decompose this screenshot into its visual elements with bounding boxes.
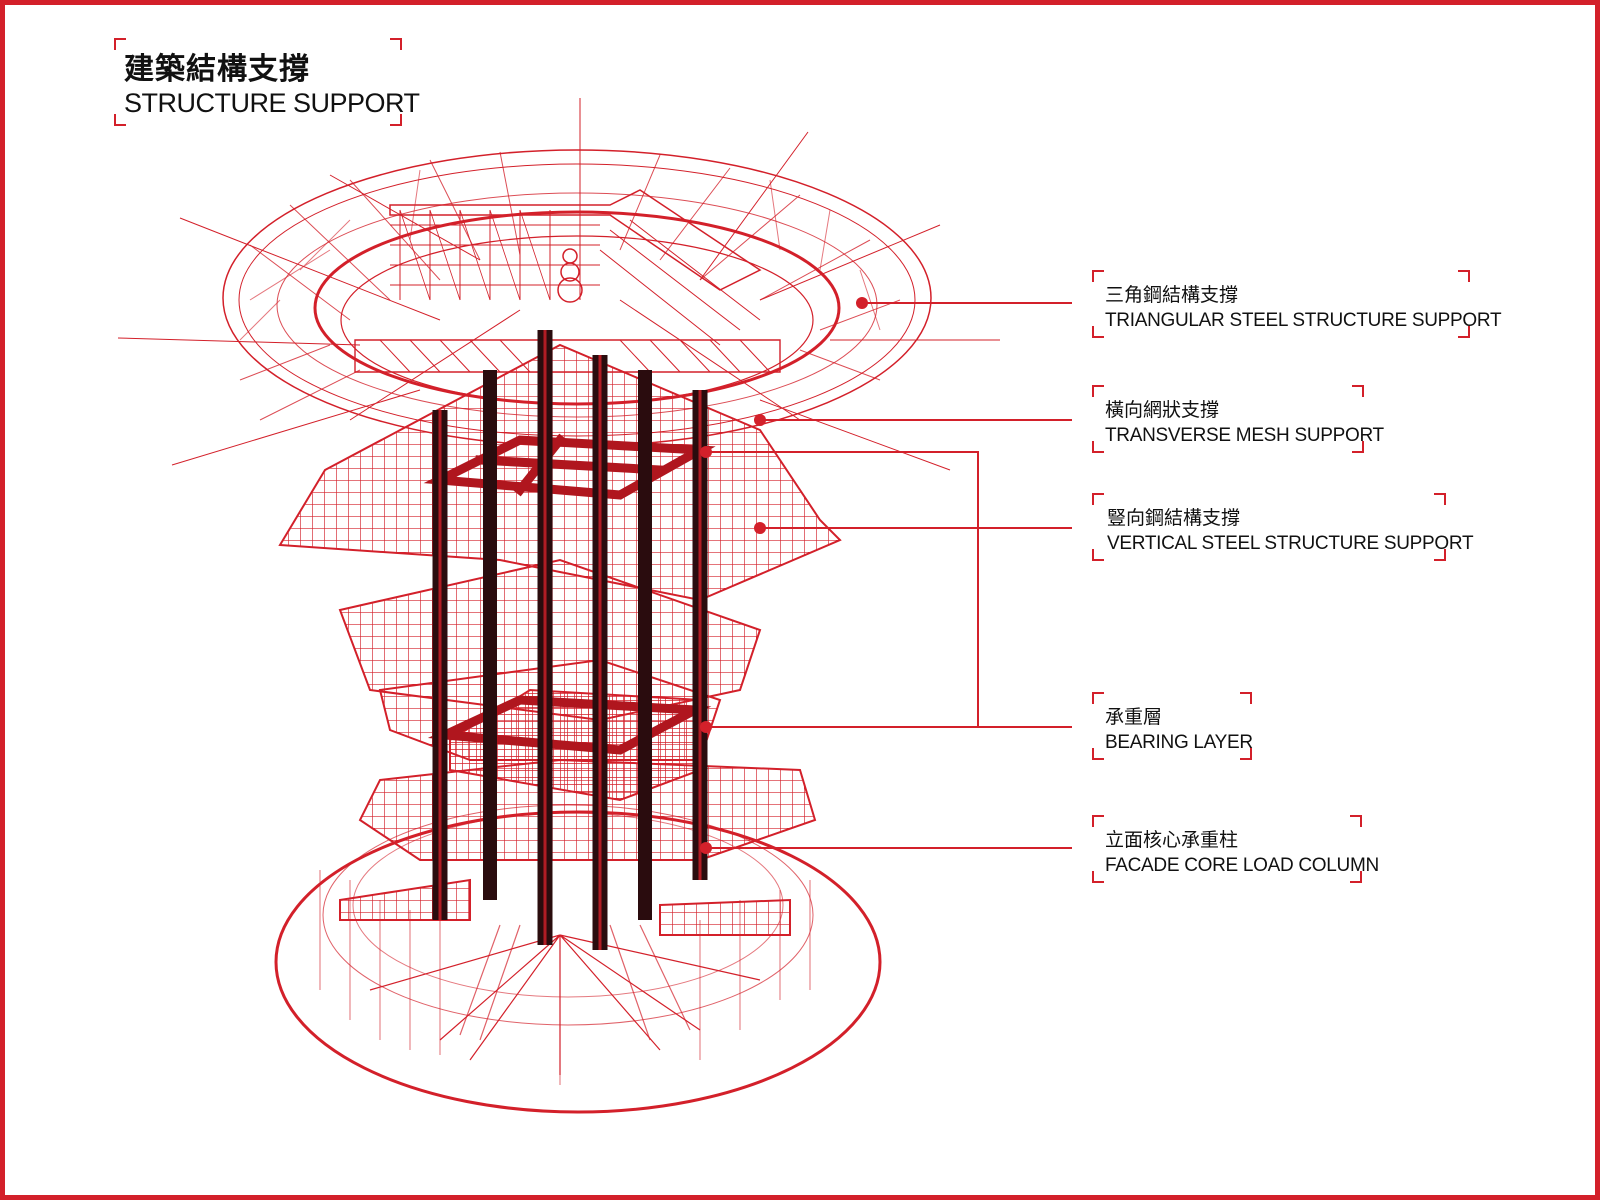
- label-column-en: FACADE CORE LOAD COLUMN: [1105, 855, 1379, 876]
- mesh-floors: [278, 343, 842, 936]
- label-column-zh: 立面核心承重柱: [1105, 829, 1239, 851]
- label-triangular-en: TRIANGULAR STEEL STRUCTURE SUPPORT: [1105, 310, 1502, 331]
- label-bearing-zh: 承重層: [1105, 706, 1163, 728]
- title-chinese: 建築結構支撐: [124, 52, 310, 87]
- label-bracket-column: [1092, 815, 1362, 883]
- leader-dots: [700, 297, 868, 854]
- label-bracket-bearing: [1092, 692, 1252, 760]
- label-bracket-vertical: [1092, 493, 1446, 561]
- label-mesh-en: TRANSVERSE MESH SUPPORT: [1105, 425, 1384, 446]
- canopy-spokes: [117, 98, 1000, 471]
- label-mesh-zh: 橫向網狀支撐: [1105, 399, 1220, 421]
- leader-lines: [706, 302, 1072, 849]
- core-column-highlights: [438, 330, 702, 950]
- label-bracket-triangular: [1092, 270, 1470, 338]
- title-english: STRUCTURE SUPPORT: [124, 88, 420, 118]
- label-bracket-mesh: [1092, 385, 1364, 453]
- label-triangular-zh: 三角鋼結構支撐: [1105, 284, 1239, 306]
- canopy-inner: [349, 189, 801, 421]
- label-vertical-en: VERTICAL STEEL STRUCTURE SUPPORT: [1107, 533, 1474, 554]
- label-vertical-zh: 豎向鋼結構支撐: [1107, 507, 1241, 529]
- title-bracket: [114, 38, 402, 126]
- base-trusses: [319, 870, 811, 1085]
- label-bearing-en: BEARING LAYER: [1105, 732, 1253, 753]
